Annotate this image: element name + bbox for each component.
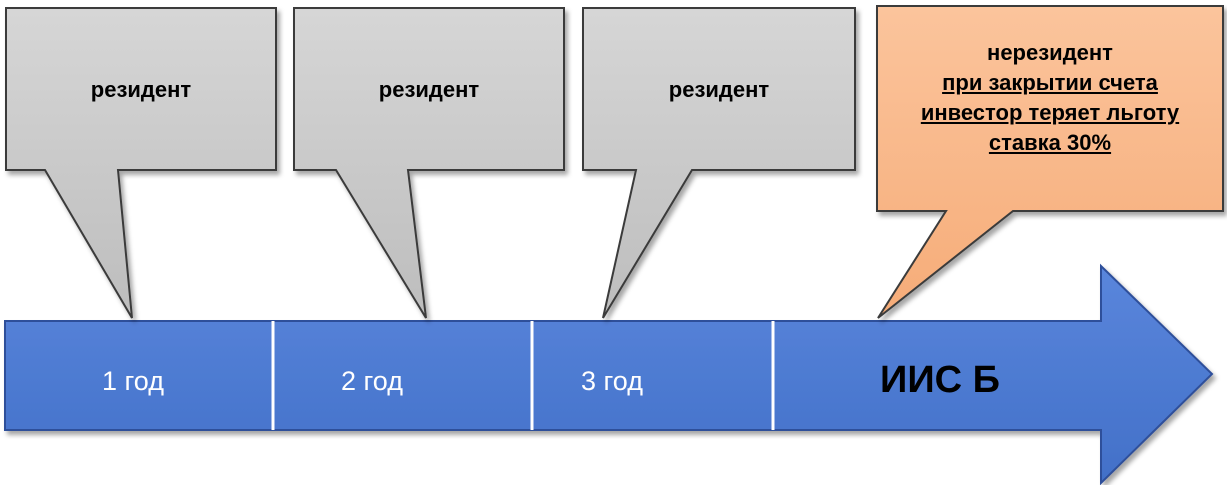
callout-line: нерезидент — [987, 40, 1113, 65]
callout-line: резидент — [668, 77, 770, 102]
callout-text-2: резидент — [294, 75, 564, 105]
callout-line: резидент — [90, 77, 192, 102]
callout-bubble-4 — [876, 5, 1224, 319]
callout-bubble-2 — [293, 7, 565, 319]
callout-bubble-3 — [582, 7, 856, 319]
callout-bubble-1 — [5, 7, 277, 319]
arrow-label-iis-b: ИИС Б — [880, 359, 1000, 401]
callout-line: инвестор теряет льготу — [920, 100, 1180, 125]
callout-text-4: нерезидент при закрытии счета инвестор т… — [877, 38, 1223, 158]
segment-label-year-2: 2 год — [341, 366, 403, 396]
callout-text-3: резидент — [583, 75, 855, 105]
timeline-arrow — [4, 263, 1214, 485]
segment-label-year-1: 1 год — [102, 366, 164, 396]
callout-text-1: резидент — [6, 75, 276, 105]
callout-line: ставка 30% — [988, 130, 1112, 155]
segment-label-year-3: 3 год — [581, 366, 643, 396]
callout-line: резидент — [378, 77, 480, 102]
callout-line: при закрытии счета — [942, 70, 1158, 95]
